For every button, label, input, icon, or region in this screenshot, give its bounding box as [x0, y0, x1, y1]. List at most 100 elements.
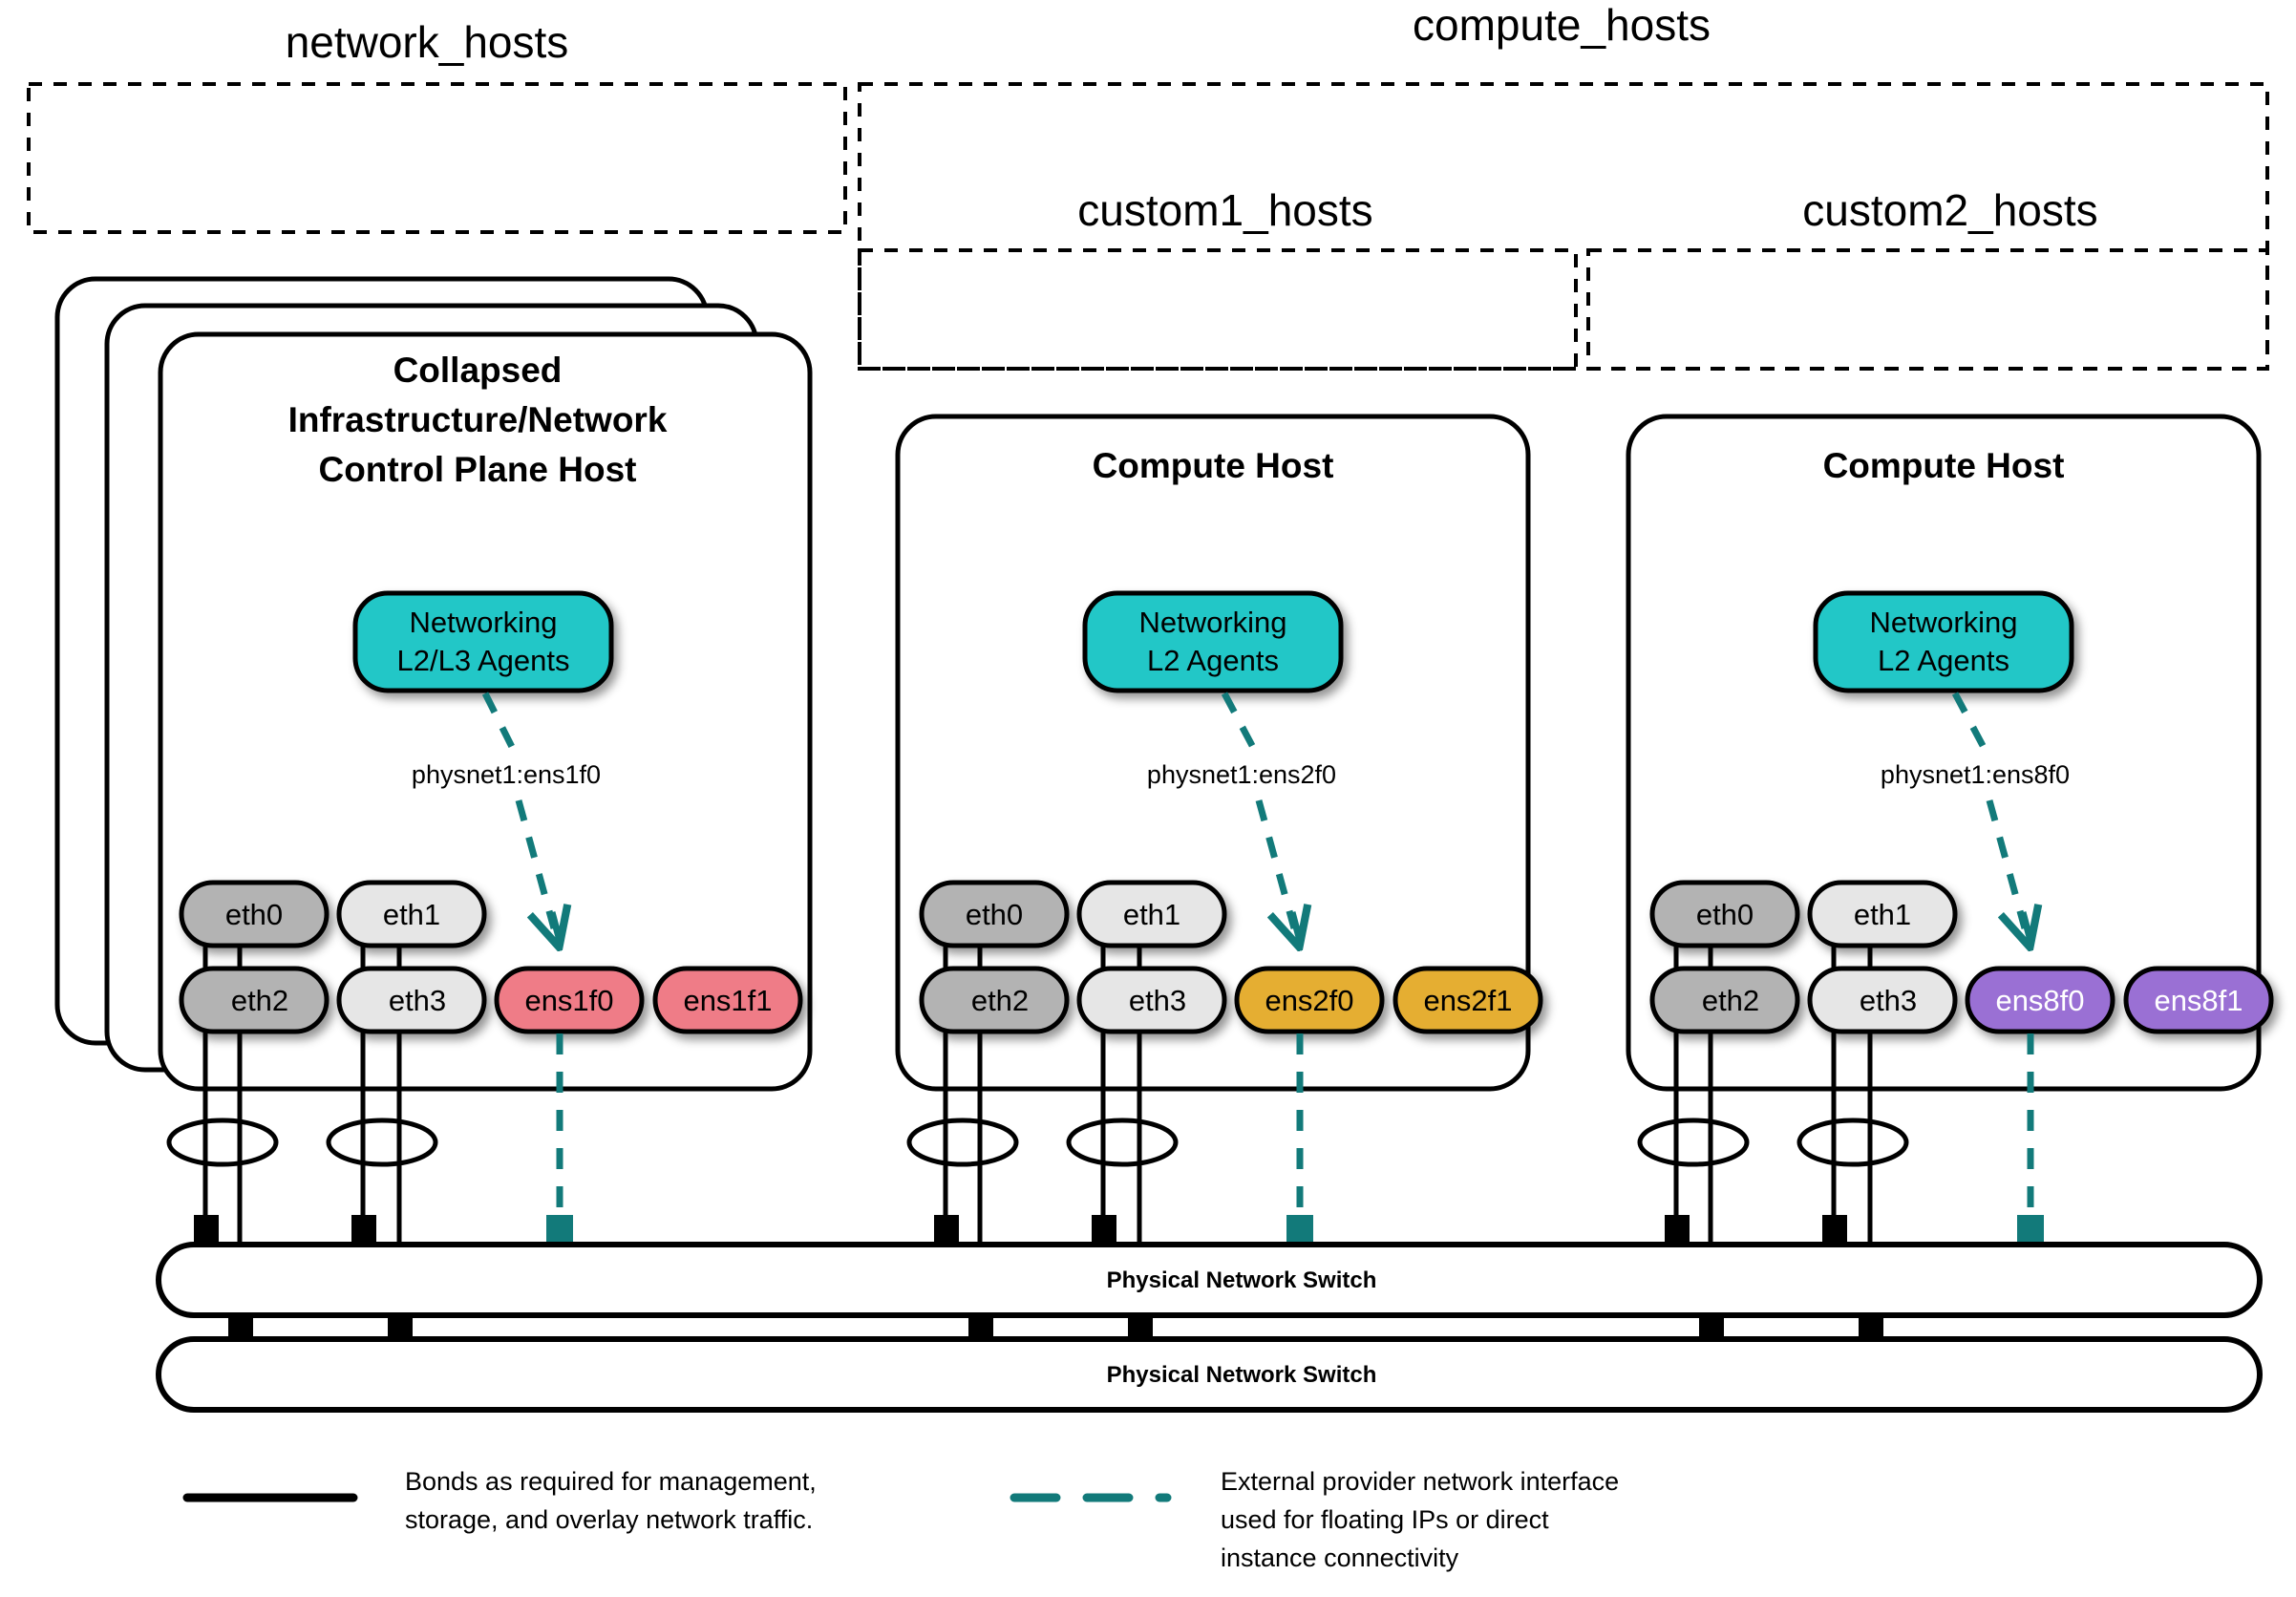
agent-label-3-line-2: L2 Agents	[1878, 644, 2009, 677]
host-title-compute-1: Compute Host	[1093, 446, 1334, 485]
provider-arrow-stem-2	[1288, 911, 1304, 942]
nic-ens8f0[interactable]: ens8f0	[1965, 966, 2115, 1034]
switch-top[interactable]: Physical Network Switch	[156, 1242, 2263, 1318]
host-title-compute-2: Compute Host	[1823, 446, 2065, 485]
group-network-hosts: network_hosts	[27, 17, 847, 234]
bond-ellipse-d	[1066, 1118, 1179, 1167]
nic-shape-eth2[interactable]	[179, 966, 330, 1034]
bond-ellipse-b	[326, 1118, 438, 1167]
nic-ens1f0[interactable]: ens1f0	[494, 966, 645, 1034]
nic-label-eth2: eth2	[231, 984, 288, 1017]
switch-bottom-body[interactable]	[156, 1336, 2263, 1413]
group-box-custom2-hosts	[1586, 248, 2269, 371]
group-box-custom1-hosts	[858, 248, 1578, 371]
physnet-label: physnet1:ens1f0	[412, 760, 601, 789]
host-control-plane-host: Collapsed Infrastructure/Network Control…	[54, 276, 813, 1341]
nic-shape-eth0-host2[interactable]	[919, 880, 1070, 948]
agent-label-2-line-2: L2 Agents	[1147, 644, 1279, 677]
nic-ens1f1[interactable]: ens1f1	[652, 966, 803, 1034]
nic-shape-eth2-host3[interactable]	[1649, 966, 1800, 1034]
networking-agents-box-3[interactable]	[1813, 590, 2074, 693]
networking-agents-box[interactable]	[352, 590, 614, 693]
provider-arrow-stem-3	[2019, 911, 2034, 942]
legend-item-provider: External provider network interface used…	[1010, 1467, 1619, 1572]
nic-label-eth0: eth0	[225, 898, 283, 931]
nic-ens2f1[interactable]: ens2f1	[1392, 966, 1543, 1034]
nic-shape-ens1f0[interactable]	[494, 966, 645, 1034]
bond-ellipse-c	[906, 1118, 1019, 1167]
nic-eth2-host2[interactable]: eth2	[919, 966, 1070, 1034]
provider-link-upper-2	[1221, 692, 1261, 756]
host-title-line-1: Collapsed	[393, 351, 563, 390]
nic-eth1[interactable]: eth1	[336, 880, 487, 948]
nic-shape-eth1-host2[interactable]	[1076, 880, 1227, 948]
nic-label-eth1: eth1	[383, 898, 440, 931]
provider-link-upper	[481, 692, 520, 756]
group-custom1-hosts: custom1_hosts	[858, 185, 1578, 371]
nic-eth2-host3[interactable]: eth2	[1649, 966, 1800, 1034]
nic-eth3[interactable]: eth3	[336, 966, 487, 1034]
nic-label-eth2-host3: eth2	[1702, 984, 1759, 1017]
nic-shape-ens2f0[interactable]	[1234, 966, 1385, 1034]
nic-eth1-host3[interactable]: eth1	[1807, 880, 1958, 948]
switch-bottom[interactable]: Physical Network Switch	[156, 1336, 2263, 1413]
nic-eth0-host2[interactable]: eth0	[919, 880, 1070, 948]
nic-eth3-host3[interactable]: eth3	[1807, 966, 1958, 1034]
nic-shape-eth0[interactable]	[179, 880, 330, 948]
nic-eth3-host2[interactable]: eth3	[1076, 966, 1227, 1034]
nic-shape-ens2f1[interactable]	[1392, 966, 1543, 1034]
nic-label-eth3-host2: eth3	[1129, 984, 1186, 1017]
switch-top-body[interactable]	[156, 1242, 2263, 1318]
nic-label-eth3-host3: eth3	[1860, 984, 1917, 1017]
nic-shape-ens1f1[interactable]	[652, 966, 803, 1034]
nic-shape-eth3-host3[interactable]	[1807, 966, 1958, 1034]
group-compute-hosts: compute_hosts	[858, 0, 2269, 371]
nic-shape-ens8f1[interactable]	[2123, 966, 2274, 1034]
nic-eth0-host3[interactable]: eth0	[1649, 880, 1800, 948]
nic-shape-eth3[interactable]	[336, 966, 487, 1034]
group-label-custom1-hosts: custom1_hosts	[1077, 185, 1372, 235]
switch-bottom-label: Physical Network Switch	[1107, 1362, 1377, 1388]
group-label-compute-hosts: compute_hosts	[1413, 0, 1711, 50]
nic-label-eth0-host3: eth0	[1696, 898, 1754, 931]
nic-shape-eth1-host3[interactable]	[1807, 880, 1958, 948]
nic-eth0[interactable]: eth0	[179, 880, 330, 948]
bond-ellipse-e	[1637, 1118, 1750, 1167]
group-label-network-hosts: network_hosts	[286, 17, 569, 67]
bond-ellipse-f	[1796, 1118, 1909, 1167]
nic-shape-eth0-host3[interactable]	[1649, 880, 1800, 948]
legend-bond-line-1: Bonds as required for management,	[405, 1467, 817, 1496]
nic-ens8f1[interactable]: ens8f1	[2123, 966, 2274, 1034]
nic-label-ens2f1: ens2f1	[1423, 984, 1512, 1017]
legend-item-bond: Bonds as required for management, storag…	[182, 1467, 817, 1534]
group-custom2-hosts: custom2_hosts	[1586, 185, 2269, 371]
nic-shape-eth2-host2[interactable]	[919, 966, 1070, 1034]
bond-ellipse-a	[166, 1118, 279, 1167]
nic-label-eth2-host2: eth2	[971, 984, 1029, 1017]
physnet-label-3: physnet1:ens8f0	[1881, 760, 2070, 789]
nic-label-ens8f1: ens8f1	[2154, 984, 2243, 1017]
nic-eth1-host2[interactable]: eth1	[1076, 880, 1227, 948]
provider-arrow-stem	[548, 911, 563, 942]
nic-label-ens1f1: ens1f1	[683, 984, 772, 1017]
group-label-custom2-hosts: custom2_hosts	[1802, 185, 2097, 235]
nic-label-eth3: eth3	[389, 984, 446, 1017]
legend-provider-line-2: used for floating IPs or direct	[1221, 1505, 1549, 1534]
nic-label-ens2f0: ens2f0	[1265, 984, 1353, 1017]
legend: Bonds as required for management, storag…	[182, 1467, 1619, 1572]
nic-shape-ens8f0[interactable]	[1965, 966, 2115, 1034]
host-compute-host-1: Compute Host Networking L2 Agents physne…	[895, 414, 1543, 1341]
nic-eth2[interactable]: eth2	[179, 966, 330, 1034]
networking-agents-box-2[interactable]	[1082, 590, 1344, 693]
nic-shape-eth1[interactable]	[336, 880, 487, 948]
nic-ens2f0[interactable]: ens2f0	[1234, 966, 1385, 1034]
nic-label-ens8f0: ens8f0	[1995, 984, 2084, 1017]
group-box-network-hosts	[27, 82, 847, 234]
physnet-label-2: physnet1:ens2f0	[1147, 760, 1336, 789]
agent-label-line-2: L2/L3 Agents	[397, 644, 570, 677]
host-compute-host-2: Compute Host Networking L2 Agents physne…	[1626, 414, 2274, 1341]
nic-label-eth1-host3: eth1	[1854, 898, 1911, 931]
nic-shape-eth3-host2[interactable]	[1076, 966, 1227, 1034]
